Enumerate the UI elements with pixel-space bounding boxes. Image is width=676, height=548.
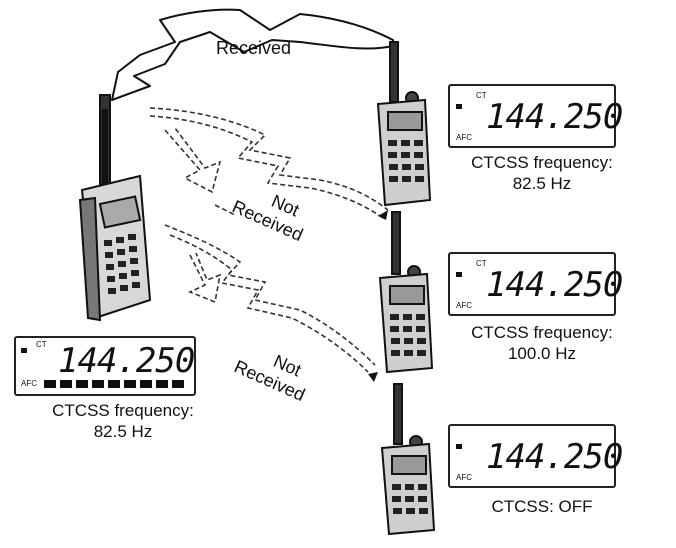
receiver-radio-2 bbox=[378, 211, 434, 374]
received-label: Received bbox=[216, 38, 292, 58]
indicator-square bbox=[456, 444, 462, 449]
indicator-square bbox=[21, 348, 27, 353]
frequency-readout: 144.250 bbox=[486, 97, 623, 137]
receiver-1-lcd: CT 144.250 AFC bbox=[448, 84, 623, 148]
caption-line: 82.5 Hz bbox=[93, 422, 153, 441]
transmitter-radio bbox=[78, 94, 152, 322]
ct-indicator: CT bbox=[36, 340, 47, 349]
caption-line: CTCSS frequency: bbox=[471, 153, 613, 172]
receiver-radio-1 bbox=[376, 41, 432, 207]
frequency-readout: 144.250 bbox=[486, 437, 623, 477]
frequency-readout: 144.250 bbox=[58, 341, 195, 381]
afc-indicator: AFC bbox=[21, 379, 37, 388]
afc-indicator: AFC bbox=[456, 301, 472, 310]
indicator-square bbox=[456, 272, 462, 277]
caption-line: CTCSS: OFF bbox=[491, 497, 593, 516]
receiver-2-caption: CTCSS frequency: 100.0 Hz bbox=[432, 322, 652, 364]
receiver-radio-3 bbox=[380, 383, 436, 536]
indicator-square bbox=[456, 104, 462, 109]
caption-line: 100.0 Hz bbox=[507, 344, 577, 363]
received-arrow bbox=[111, 8, 394, 101]
receiver-2-lcd: CT 144.250 AFC bbox=[448, 252, 623, 316]
ct-indicator: CT bbox=[476, 91, 487, 100]
afc-indicator: AFC bbox=[456, 473, 472, 482]
not-received-arrow-lower bbox=[164, 224, 376, 373]
frequency-readout: 144.250 bbox=[486, 265, 623, 305]
signal-meter bbox=[44, 380, 184, 388]
caption-line: 82.5 Hz bbox=[512, 174, 572, 193]
not-received-arrow-upper bbox=[149, 107, 389, 217]
receiver-3-caption: CTCSS: OFF bbox=[432, 496, 652, 517]
caption-line: CTCSS frequency: bbox=[52, 401, 194, 420]
transmitter-caption: CTCSS frequency: 82.5 Hz bbox=[8, 400, 238, 442]
receiver-1-caption: CTCSS frequency: 82.5 Hz bbox=[432, 152, 652, 194]
afc-indicator: AFC bbox=[456, 133, 472, 142]
transmitter-lcd: CT 144.250 AFC bbox=[14, 336, 196, 396]
caption-line: CTCSS frequency: bbox=[471, 323, 613, 342]
receiver-3-lcd: 144.250 AFC bbox=[448, 424, 623, 488]
ct-indicator: CT bbox=[476, 259, 487, 268]
